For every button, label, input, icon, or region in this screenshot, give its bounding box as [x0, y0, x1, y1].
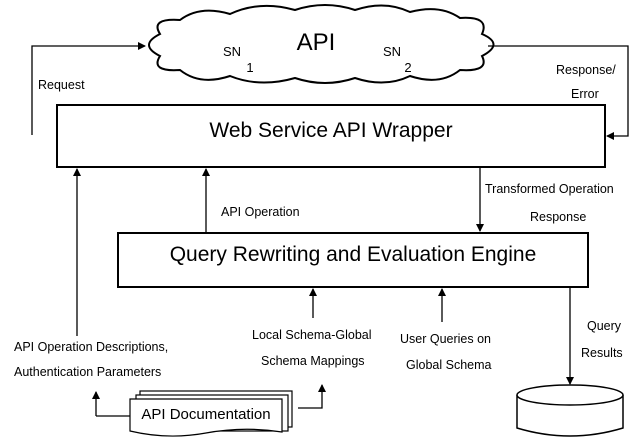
api-documentation-stack: API Documentation [92, 384, 326, 437]
cloud-title: API [297, 29, 336, 56]
mappings-label-line1: Local Schema-Global [252, 328, 372, 342]
engine-box: Query Rewriting and Evaluation Engine [117, 232, 589, 288]
doc-right-arrow [298, 384, 326, 409]
transformed-label-line2: Response [530, 210, 586, 224]
mappings-label-line2: Schema Mappings [261, 354, 365, 368]
user-queries-label-line1: User Queries on [400, 332, 491, 346]
api-cloud: API SN 1 SN 2 [148, 4, 495, 84]
user-queries-label-line2: Global Schema [406, 358, 492, 372]
cloud-sn2-label: SN [383, 44, 401, 59]
wrapper-label: Web Service API Wrapper [209, 119, 452, 142]
descriptions-label-line1: API Operation Descriptions, [14, 340, 168, 354]
database-cylinder [516, 384, 624, 437]
response-label-line2: Error [571, 87, 599, 101]
api-operation-label: API Operation [221, 205, 300, 219]
transformed-label-line1: Transformed Operation [485, 182, 614, 196]
api-documentation-label: API Documentation [141, 406, 270, 423]
response-label-line1: Response/ [556, 63, 616, 77]
wrapper-box: Web Service API Wrapper [56, 104, 606, 168]
descriptions-label-line2: Authentication Parameters [14, 365, 161, 379]
cloud-sn1-number: 1 [246, 60, 253, 75]
query-results-label-line2: Results [581, 346, 623, 360]
engine-label: Query Rewriting and Evaluation Engine [170, 243, 537, 266]
response-error-arrow [488, 45, 629, 140]
query-results-label-line1: Query [587, 319, 622, 333]
cloud-sn2-number: 2 [404, 60, 411, 75]
request-label: Request [38, 78, 85, 92]
cloud-sn1-label: SN [223, 44, 241, 59]
request-arrow [31, 42, 146, 135]
